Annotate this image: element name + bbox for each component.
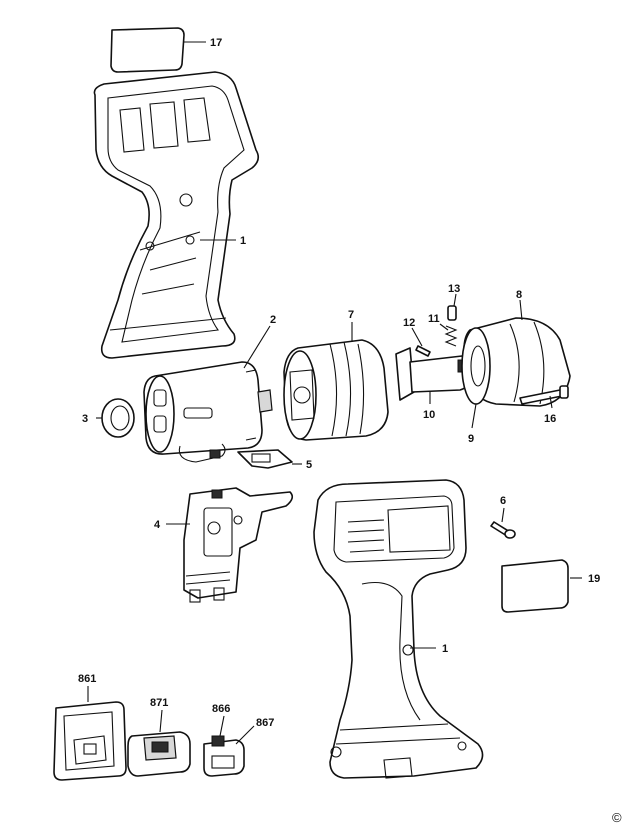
callout-13: 13 <box>448 283 460 295</box>
callout-8: 8 <box>516 289 522 301</box>
callout-2: 2 <box>270 314 276 326</box>
part-19-label[interactable] <box>501 559 569 613</box>
part-13-screw[interactable] <box>447 305 457 321</box>
callout-9: 9 <box>468 433 474 445</box>
part-10-anvil[interactable] <box>395 347 471 401</box>
part-16-screw[interactable] <box>519 385 569 405</box>
part-866-battery[interactable] <box>203 735 245 777</box>
callout-6: 6 <box>500 495 506 507</box>
callout-861: 861 <box>78 673 96 685</box>
callout-19: 19 <box>588 573 600 585</box>
part-11-spring[interactable] <box>444 325 458 347</box>
callout-866: 866 <box>212 703 230 715</box>
callout-4: 4 <box>154 519 161 531</box>
part-5-switch-clip[interactable] <box>237 449 293 469</box>
part-1-housing-half-inside[interactable] <box>93 71 260 359</box>
part-8-front-housing[interactable] <box>461 317 571 407</box>
part-6-screw[interactable] <box>490 521 516 539</box>
part-861-case[interactable] <box>53 701 127 781</box>
callout-16: 16 <box>544 413 556 425</box>
callout-871: 871 <box>150 697 168 709</box>
callout-1-top: 1 <box>240 235 246 247</box>
part-2-motor[interactable] <box>143 361 273 463</box>
part-12-pin[interactable] <box>415 345 431 357</box>
callout-5: 5 <box>306 459 312 471</box>
leader-lines <box>87 41 582 745</box>
callout-7: 7 <box>348 309 354 321</box>
callout-10: 10 <box>423 409 435 421</box>
callout-labels: 17 1 2 7 13 8 12 11 3 10 9 16 5 4 6 19 1… <box>78 37 600 729</box>
part-1-housing-outside[interactable] <box>313 479 484 779</box>
callout-3: 3 <box>82 413 88 425</box>
callout-12: 12 <box>403 317 415 329</box>
part-7-gearbox[interactable] <box>283 339 389 441</box>
copyright-mark: © <box>612 810 622 825</box>
callout-1-bottom: 1 <box>442 643 448 655</box>
part-4-trigger-switch[interactable] <box>183 487 294 603</box>
part-17-label[interactable] <box>110 27 185 73</box>
part-3-bearing[interactable] <box>101 398 135 438</box>
callout-11: 11 <box>428 313 440 325</box>
callout-867: 867 <box>256 717 274 729</box>
part-871-charger[interactable] <box>127 731 191 777</box>
callout-17: 17 <box>210 37 222 49</box>
